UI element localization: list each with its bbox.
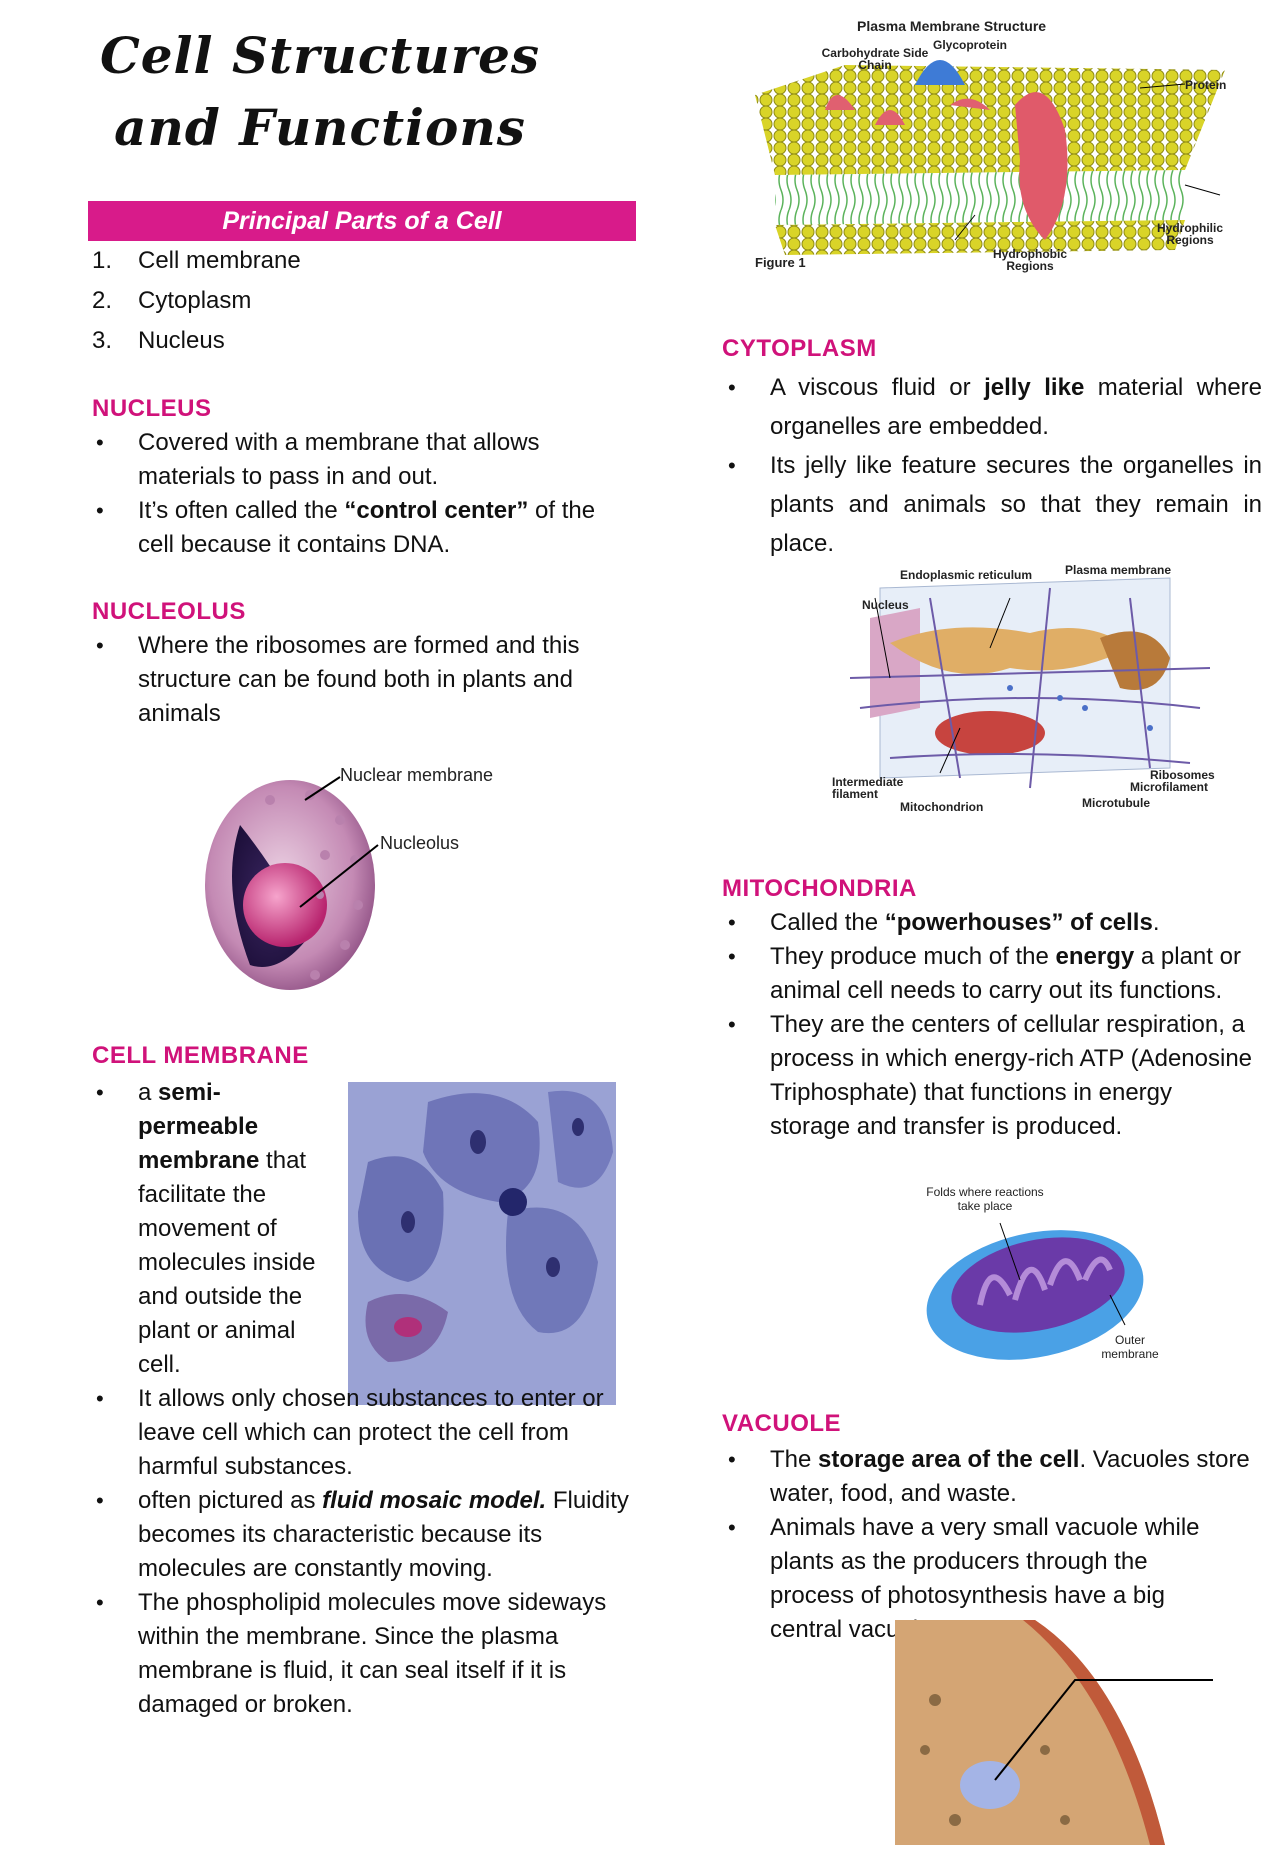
list-item: Animals have a very small vacuole while …	[722, 1511, 1222, 1647]
plasma-fig-title: Plasma Membrane Structure	[857, 18, 1047, 34]
plasma-fig-figure-label: Figure 1	[755, 255, 806, 270]
cell-membrane-list-b: It allows only chosen substances to ente…	[90, 1382, 638, 1722]
list-item: often pictured as fluid mosaic model. Fl…	[90, 1484, 638, 1586]
nucleolus-list: Where the ribosomes are formed and this …	[90, 629, 635, 731]
page-title: Cell Structures and Functions	[90, 20, 550, 164]
cyto-intermediate-label: Intermediate filament	[832, 775, 904, 801]
list-item: a semi-permeable membrane that facilitat…	[90, 1076, 330, 1382]
cell-micrograph	[348, 1082, 616, 1405]
cyto-mito-label: Mitochondrion	[900, 800, 984, 814]
nucleolus-heading: NUCLEOLUS	[92, 598, 246, 625]
cyto-nucleus-label: Nucleus	[862, 598, 909, 612]
cyto-microtubule-label: Microtubule	[1082, 796, 1150, 810]
cyto-er-label: Endoplasmic reticulum	[900, 568, 1033, 582]
list-item: They are the centers of cellular respira…	[722, 1008, 1252, 1144]
nucleus-figure: Nuclear membrane Nucleolus	[200, 765, 560, 1015]
list-item: 3.Nucleus	[92, 327, 225, 354]
list-item: Called the “powerhouses” of cells.	[722, 906, 1252, 940]
page-title-line1: Cell Structures	[99, 26, 541, 85]
plasma-fig-hydrophilic-label: Hydrophilic Regions	[1156, 221, 1223, 247]
cyto-microfilament-label: Microfilament	[1130, 780, 1209, 794]
list-item: 1.Cell membrane	[92, 247, 301, 274]
mito-folds-label: Folds where reactions take place	[926, 1185, 1044, 1213]
nuclear-membrane-label: Nuclear membrane	[340, 765, 494, 785]
list-item: It allows only chosen substances to ente…	[90, 1382, 638, 1484]
mitochondrion-figure: Folds where reactions take place Outer m…	[920, 1185, 1160, 1370]
list-item: Where the ribosomes are formed and this …	[90, 629, 635, 731]
list-item: The phospholipid molecules move sideways…	[90, 1586, 638, 1722]
cytoplasm-heading: CYTOPLASM	[722, 335, 877, 362]
principal-parts-heading: Principal Parts of a Cell	[222, 207, 502, 235]
list-item: The storage area of the cell. Vacuoles s…	[722, 1443, 1252, 1511]
mito-outer-label: Outer membrane	[1101, 1333, 1159, 1361]
list-item: They produce much of the energy a plant …	[722, 940, 1252, 1008]
cytoplasm-figure: Endoplasmic reticulum Plasma membrane Nu…	[830, 558, 1230, 818]
plasma-membrane-figure: Plasma Membrane Structure Carbohydrate S…	[745, 10, 1235, 280]
principal-parts-list: 1.Cell membrane 2.Cytoplasm 3.Nucleus	[90, 241, 630, 361]
cyto-pm-label: Plasma membrane	[1065, 563, 1172, 577]
nucleus-heading: NUCLEUS	[92, 395, 212, 422]
page-title-line2: and Functions	[114, 98, 526, 157]
vacuole-heading: VACUOLE	[722, 1410, 842, 1437]
list-item: 2.Cytoplasm	[92, 287, 252, 314]
plasma-fig-carb-label: Carbohydrate Side Chain	[821, 46, 929, 72]
cytoplasm-list: A viscous fluid or jelly like material w…	[722, 368, 1262, 563]
cell-membrane-list-a: a semi-permeable membrane that facilitat…	[90, 1076, 330, 1382]
nucleus-list: Covered with a membrane that allows mate…	[90, 426, 635, 562]
plasma-fig-protein-label: Protein	[1185, 78, 1227, 92]
principal-parts-banner: Principal Parts of a Cell	[88, 201, 636, 241]
cyto-ribosomes-label: Ribosomes	[1150, 768, 1215, 782]
vacuole-list-a: The storage area of the cell. Vacuoles s…	[722, 1443, 1252, 1511]
plasma-fig-glyco-label: Glycoprotein	[933, 38, 1008, 52]
mitochondria-list: Called the “powerhouses” of cells. They …	[722, 906, 1252, 1144]
list-item: Its jelly like feature secures the organ…	[722, 446, 1262, 563]
vacuole-list-b: Animals have a very small vacuole while …	[722, 1511, 1222, 1647]
vacuole-figure	[895, 1620, 1213, 1845]
list-item: A viscous fluid or jelly like material w…	[722, 368, 1262, 446]
list-item: It’s often called the “control center” o…	[90, 494, 635, 562]
cell-membrane-heading: CELL MEMBRANE	[92, 1042, 309, 1069]
list-item: Covered with a membrane that allows mate…	[90, 426, 635, 494]
plasma-fig-hydrophobic-label: Hydrophobic Regions	[993, 247, 1067, 273]
nucleolus-label: Nucleolus	[380, 833, 460, 853]
mitochondria-heading: MITOCHONDRIA	[722, 875, 917, 902]
